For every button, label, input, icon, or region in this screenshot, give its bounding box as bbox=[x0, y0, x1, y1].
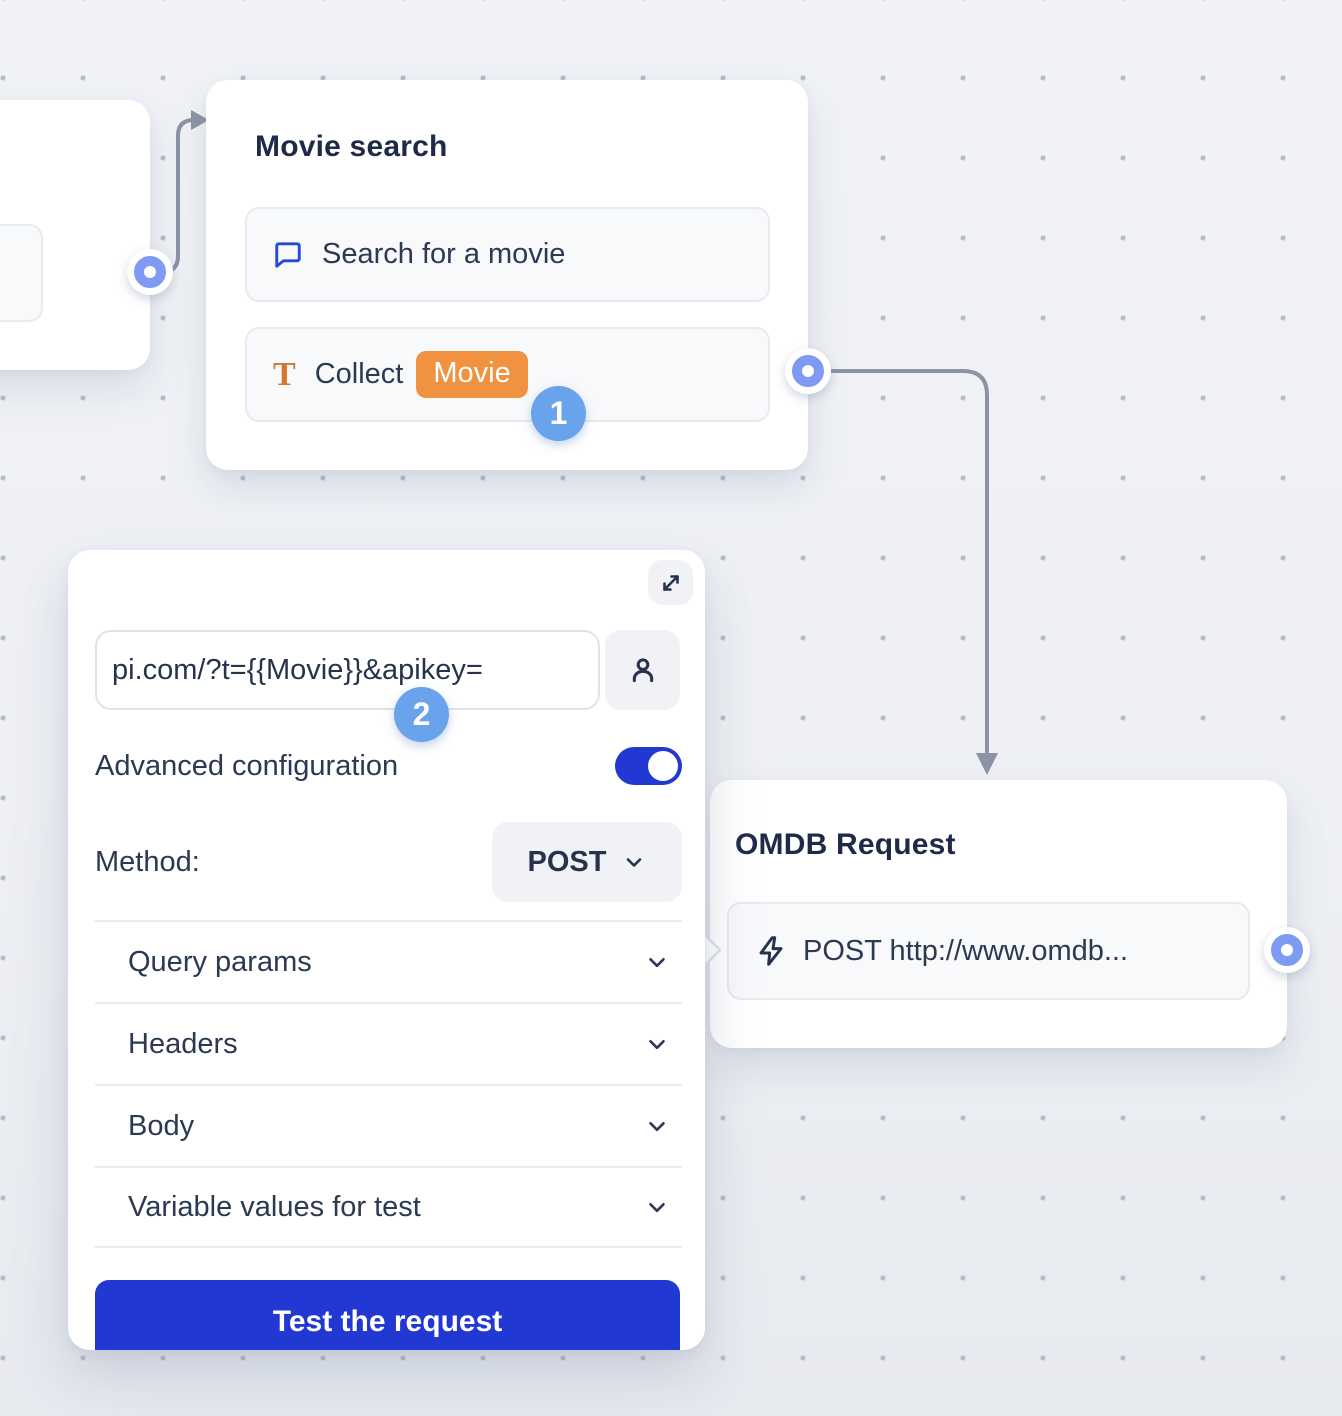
expand-diagonal-icon bbox=[658, 570, 684, 596]
connector-previous-to-movie bbox=[152, 120, 198, 272]
node-item-label: Search for a movie bbox=[322, 238, 565, 271]
text-type-icon: T bbox=[273, 356, 296, 394]
node-item-post-request[interactable]: POST http://www.omdb... bbox=[727, 902, 1250, 1000]
connector-movie-to-omdb bbox=[812, 371, 987, 752]
arrowhead-down-icon bbox=[976, 753, 998, 775]
output-port-omdb-request[interactable] bbox=[1264, 927, 1310, 973]
section-variable-values[interactable]: Variable values for test bbox=[95, 1166, 682, 1248]
node-title: OMDB Request bbox=[735, 828, 956, 862]
previous-node-card[interactable] bbox=[0, 100, 150, 370]
movie-search-node[interactable]: Movie search Search for a movie T Collec… bbox=[206, 80, 808, 470]
section-body[interactable]: Body bbox=[95, 1084, 682, 1166]
node-item-search-for-movie[interactable]: Search for a movie bbox=[245, 207, 770, 302]
chevron-down-icon bbox=[644, 949, 670, 975]
lightning-icon bbox=[755, 935, 787, 967]
node-item-label: POST http://www.omdb... bbox=[803, 935, 1128, 968]
insert-variable-button[interactable] bbox=[605, 630, 680, 710]
variable-badge[interactable]: Movie bbox=[416, 351, 527, 398]
person-icon bbox=[627, 654, 659, 686]
chevron-down-icon bbox=[622, 850, 646, 874]
node-item-collect-movie[interactable]: T Collect Movie bbox=[245, 327, 770, 422]
step-badge-1: 1 bbox=[531, 386, 586, 441]
node-item-label: Collect bbox=[315, 358, 404, 391]
section-query-params[interactable]: Query params bbox=[95, 920, 682, 1002]
chat-bubble-icon bbox=[273, 240, 303, 270]
method-label: Method: bbox=[95, 846, 200, 879]
chevron-down-icon bbox=[644, 1031, 670, 1057]
omdb-request-node[interactable]: OMDB Request POST http://www.omdb... bbox=[710, 780, 1287, 1048]
output-port-movie-search[interactable] bbox=[785, 348, 831, 394]
test-request-button[interactable]: Test the request bbox=[95, 1280, 680, 1350]
step-badge-2: 2 bbox=[394, 687, 449, 742]
webhook-editor-panel: pi.com/?t={{Movie}}&apikey= Advanced con… bbox=[68, 550, 705, 1350]
output-port-previous[interactable] bbox=[127, 249, 173, 295]
url-input[interactable]: pi.com/?t={{Movie}}&apikey= bbox=[95, 630, 600, 710]
chevron-down-icon bbox=[644, 1113, 670, 1139]
previous-node-item[interactable] bbox=[0, 224, 43, 322]
panel-sections: Query params Headers Body Variable value… bbox=[95, 920, 682, 1248]
url-value: pi.com/?t={{Movie}}&apikey= bbox=[112, 654, 483, 687]
method-dropdown[interactable]: POST bbox=[492, 822, 682, 902]
method-value: POST bbox=[528, 846, 607, 879]
section-headers[interactable]: Headers bbox=[95, 1002, 682, 1084]
chevron-down-icon bbox=[644, 1194, 670, 1220]
expand-panel-button[interactable] bbox=[648, 560, 693, 605]
advanced-configuration-label: Advanced configuration bbox=[95, 750, 398, 783]
node-title: Movie search bbox=[255, 130, 448, 164]
advanced-configuration-toggle[interactable] bbox=[615, 747, 682, 785]
